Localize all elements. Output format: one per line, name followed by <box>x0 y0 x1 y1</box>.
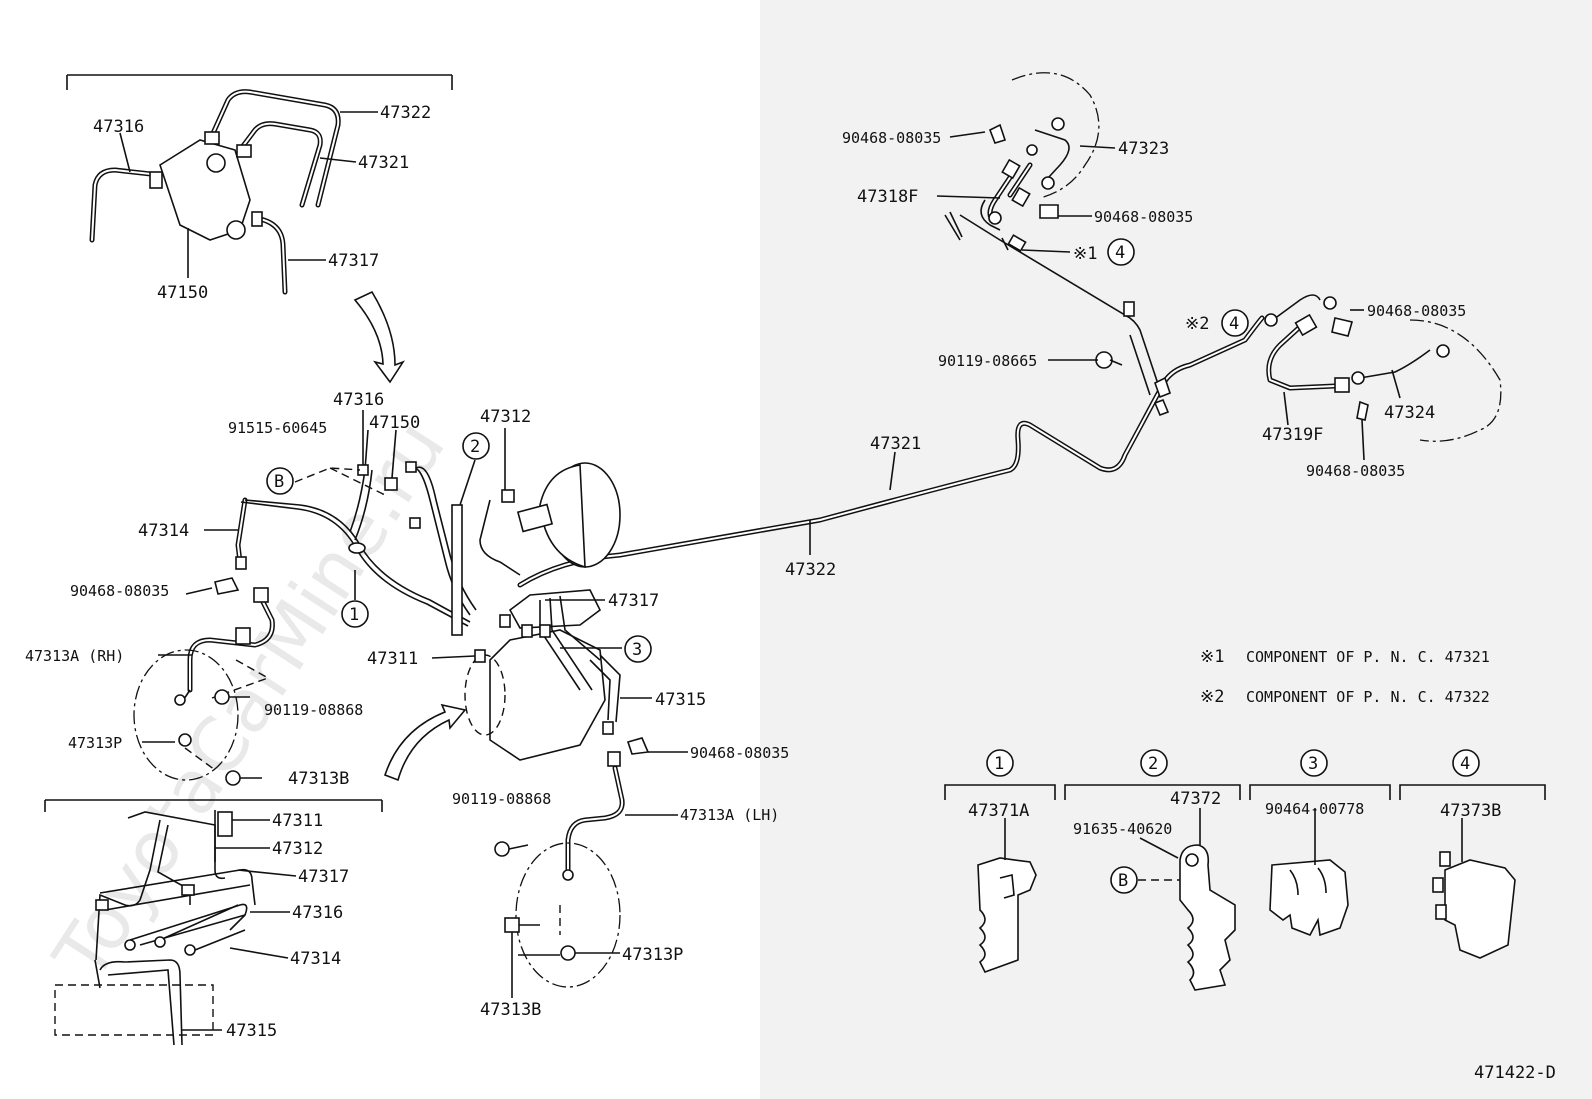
svg-text:※2: ※2 <box>1185 314 1209 334</box>
ref-mark-x2-4: ※2 4 <box>1185 309 1249 337</box>
main-47150: 47150 <box>369 413 420 433</box>
svg-text:1: 1 <box>349 605 359 625</box>
main-90468-08035-mid: 90468-08035 <box>690 744 789 762</box>
ref-mark-1: 1 <box>341 600 369 628</box>
main-47312: 47312 <box>480 407 531 427</box>
main-47313p-left: 47313P <box>68 734 122 752</box>
note-1: ※1 COMPONENT OF P. N. C. 47321 <box>1200 647 1490 667</box>
svg-text:2: 2 <box>1148 754 1158 774</box>
inset-bottom-47314: 47314 <box>290 949 341 969</box>
main-47313p-mid: 47313P <box>622 945 683 965</box>
svg-text:COMPONENT OF P. N. C. 47322: COMPONENT OF P. N. C. 47322 <box>1246 688 1490 706</box>
ref-mark-2: 2 <box>462 432 490 460</box>
ref-mark-x1-4: ※1 4 <box>1073 238 1135 266</box>
inset-top-47322: 47322 <box>380 103 431 123</box>
diagram-code: 471422-D <box>1474 1063 1556 1083</box>
clamp-2-mark: 2 <box>1140 749 1168 777</box>
main-47316: 47316 <box>333 390 384 410</box>
rear-47318f: 47318F <box>857 187 918 207</box>
clamp-4-mark: 4 <box>1452 749 1480 777</box>
svg-text:4: 4 <box>1115 243 1125 263</box>
inset-top-47321: 47321 <box>358 153 409 173</box>
main-47313a-rh: 47313A (RH) <box>25 647 124 665</box>
inset-top-47150: 47150 <box>157 283 208 303</box>
note-2: ※2 COMPONENT OF P. N. C. 47322 <box>1200 687 1490 707</box>
svg-text:3: 3 <box>632 640 642 660</box>
ref-mark-b-main: B <box>266 467 294 495</box>
clamp-legend <box>944 784 1546 991</box>
inset-bottom <box>44 799 383 1046</box>
rear-90468-08035-b: 90468-08035 <box>1094 208 1193 226</box>
main-47317: 47317 <box>608 591 659 611</box>
svg-text:4: 4 <box>1229 314 1239 334</box>
main-47313a-lh: 47313A (LH) <box>680 806 779 824</box>
main-47314: 47314 <box>138 521 189 541</box>
rear-47319f: 47319F <box>1262 425 1323 445</box>
clamp-1-part: 47371A <box>968 801 1029 821</box>
svg-text:4: 4 <box>1460 754 1470 774</box>
clamp-4-part: 47373B <box>1440 801 1501 821</box>
main-90468-08035-left: 90468-08035 <box>70 582 169 600</box>
svg-text:1: 1 <box>994 754 1004 774</box>
svg-text:B: B <box>1118 871 1128 891</box>
inset-bottom-47315: 47315 <box>226 1021 277 1041</box>
clamp-2-part: 47372 <box>1170 789 1221 809</box>
rear-90119-08665: 90119-08665 <box>938 352 1037 370</box>
main-47311: 47311 <box>367 649 418 669</box>
svg-text:B: B <box>274 472 284 492</box>
rear-47323: 47323 <box>1118 139 1169 159</box>
svg-text:3: 3 <box>1308 754 1318 774</box>
svg-text:2: 2 <box>470 437 480 457</box>
rear-assembly <box>936 72 1502 461</box>
main-assembly <box>133 214 1265 988</box>
clamp-3-part: 90464-00778 <box>1265 800 1364 818</box>
svg-text:※1: ※1 <box>1073 244 1097 264</box>
rear-47324: 47324 <box>1384 403 1435 423</box>
main-47313b-mid: 47313B <box>480 1000 541 1020</box>
clamp-2-ref-b: B <box>1110 866 1138 894</box>
inset-top-47317: 47317 <box>328 251 379 271</box>
main-47313b-left: 47313B <box>288 769 349 789</box>
svg-text:※2: ※2 <box>1200 687 1224 707</box>
inset-bottom-47312: 47312 <box>272 839 323 859</box>
ref-mark-3: 3 <box>624 635 652 663</box>
main-47322: 47322 <box>785 560 836 580</box>
main-47315: 47315 <box>655 690 706 710</box>
rear-90468-08035-c: 90468-08035 <box>1367 302 1466 320</box>
inset-bottom-47311: 47311 <box>272 811 323 831</box>
clamp-2-extra: 91635-40620 <box>1073 820 1172 838</box>
clamp-3-mark: 3 <box>1300 749 1328 777</box>
inset-arrow <box>353 290 405 384</box>
main-90119-08868-left: 90119-08868 <box>264 701 363 719</box>
inset-bottom-47317: 47317 <box>298 867 349 887</box>
inset-bottom-47316: 47316 <box>292 903 343 923</box>
main-90119-08868-mid: 90119-08868 <box>452 790 551 808</box>
main-47321: 47321 <box>870 434 921 454</box>
rear-90468-08035-d: 90468-08035 <box>1306 462 1405 480</box>
inset-top-47316: 47316 <box>93 117 144 137</box>
svg-text:※1: ※1 <box>1200 647 1224 667</box>
inset-top: 47316 47322 47321 47317 47150 <box>66 74 453 303</box>
main-91515-60645: 91515-60645 <box>228 419 327 437</box>
clamp-1-mark: 1 <box>986 749 1014 777</box>
rear-90468-08035-a: 90468-08035 <box>842 129 941 147</box>
svg-text:COMPONENT OF P. N. C. 47321: COMPONENT OF P. N. C. 47321 <box>1246 648 1490 666</box>
